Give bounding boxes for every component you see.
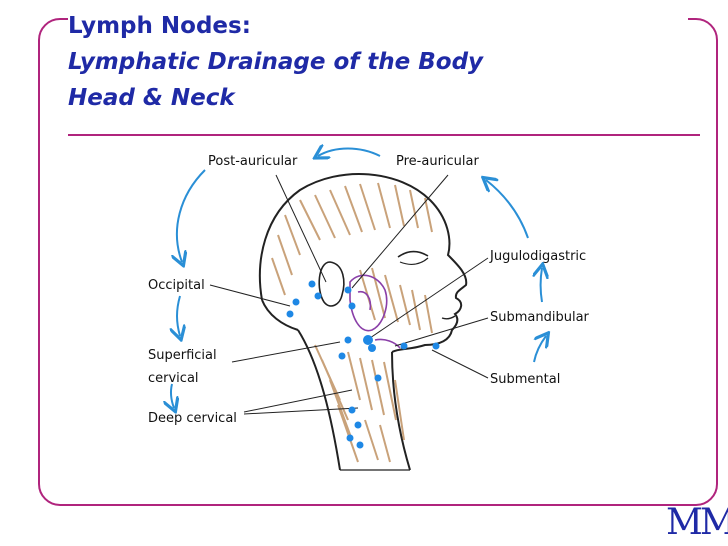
- title-line-1: Lymph Nodes:: [68, 13, 251, 39]
- label-deep-cervical: Deep cervical: [148, 411, 237, 426]
- arrow-submandibular-to-jugulodigastric: [541, 268, 543, 303]
- mm-logo: MM: [666, 502, 728, 544]
- arrow-superficial-to-deep: [171, 383, 174, 408]
- label-post-auricular: Post-auricular: [208, 154, 298, 169]
- lymph-nodes: [286, 280, 440, 449]
- label-superficial-cervical-1: Superficial: [148, 348, 217, 363]
- slide-title: Lymph Nodes: Lymphatic Drainage of the B…: [68, 8, 688, 116]
- eye-outline: [397, 250, 429, 258]
- neck-outline: [297, 329, 341, 471]
- arrow-jugulodigastric-to-preauricular: [486, 180, 529, 239]
- arrow-submental-to-submandibular: [533, 336, 546, 363]
- leader-lines: [209, 174, 489, 415]
- label-jugulodigastric: Jugulodigastric: [490, 249, 587, 264]
- label-submental: Submental: [490, 372, 561, 387]
- muscle-hatching: [271, 182, 433, 463]
- arrow-postauricular-to-occipital: [177, 169, 206, 262]
- title-underline: [68, 134, 700, 136]
- label-superficial-cervical-2: cervical: [148, 371, 199, 386]
- title-line-2: Lymphatic Drainage of the Body: [68, 49, 484, 75]
- ear-outline: [318, 261, 345, 307]
- arrow-occipital-to-superficial: [177, 295, 180, 336]
- label-occipital: Occipital: [148, 278, 205, 293]
- parotid-gland: [349, 274, 401, 349]
- title-line-3: Head & Neck: [68, 85, 235, 111]
- label-pre-auricular: Pre-auricular: [396, 154, 479, 169]
- label-submandibular: Submandibular: [490, 310, 589, 325]
- head-outline: [258, 173, 468, 353]
- arrow-preauricular-to-postauricular: [318, 149, 381, 157]
- logo-text: MM: [666, 502, 728, 543]
